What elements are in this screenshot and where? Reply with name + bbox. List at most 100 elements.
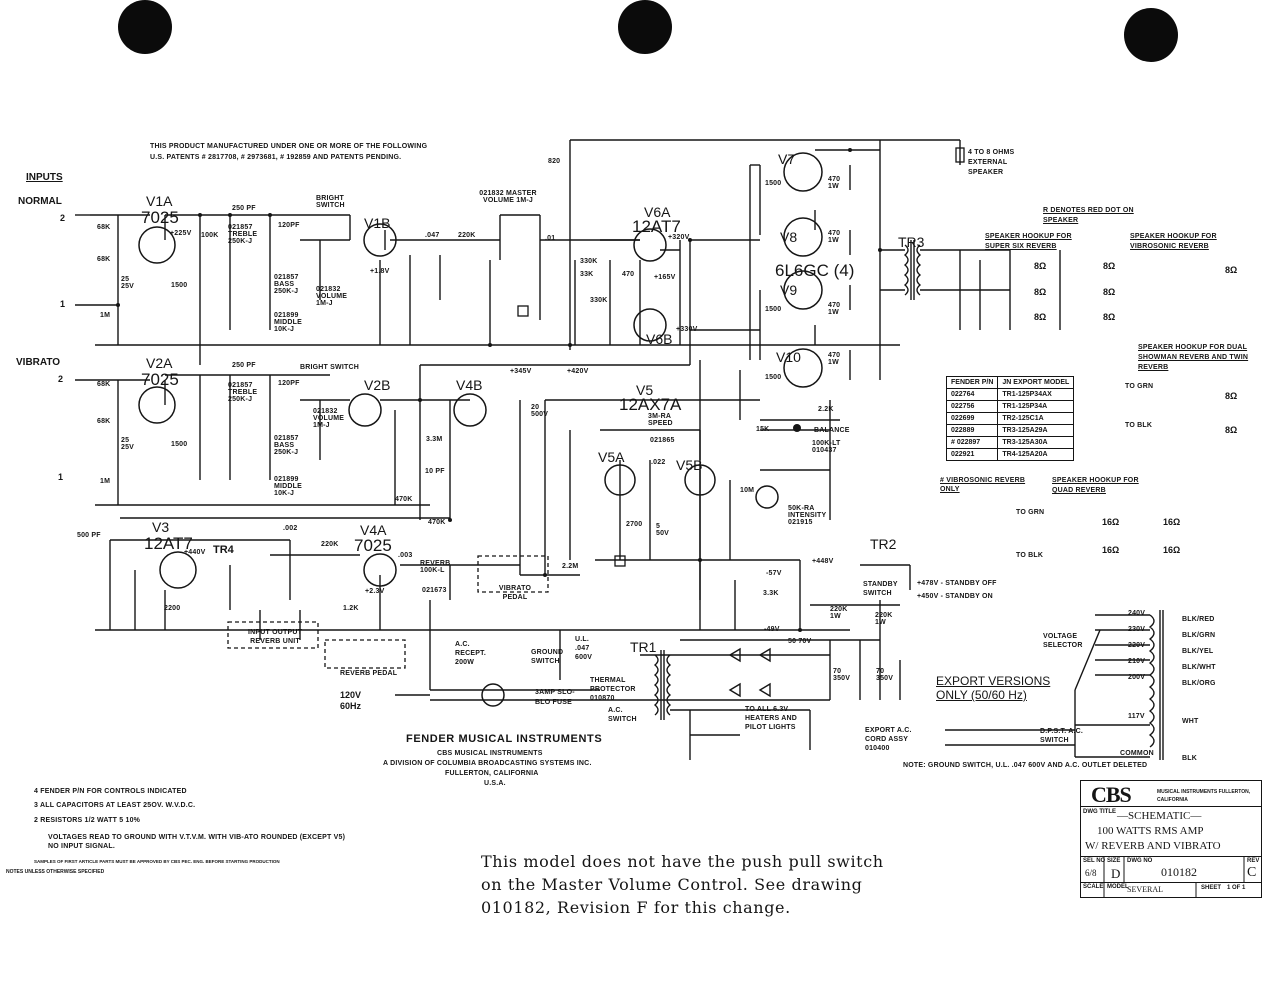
input-vibrato-label: VIBRATO: [16, 357, 61, 368]
ul-cap-label: U.L. .047 600V: [575, 636, 593, 661]
patent-notice-line1: THIS PRODUCT MANUFACTURED UNDER ONE OR M…: [150, 143, 428, 150]
title-line-3: W/ REVERB AND VIBRATO: [1085, 840, 1221, 852]
resistor-100k-a: 100K: [201, 232, 219, 239]
resistor-1m-b: 1M: [100, 478, 111, 485]
tube-v3-label: V3: [152, 519, 170, 535]
resistor-2-2k: 2.2K: [818, 406, 834, 413]
wire-to-blk-a: TO BLK: [1125, 422, 1153, 429]
cap-25-b: 25 25V: [121, 437, 135, 451]
tube-v6a-label: V6A: [644, 204, 671, 220]
tube-v4b-label: V4B: [456, 377, 483, 393]
resistor-1-2k: 1.2K: [343, 605, 359, 612]
revision-note-line3: 010182, Revision F for this change.: [481, 898, 791, 917]
sel-no-label: SEL NO: [1083, 858, 1106, 864]
ac-switch-label: A.C. SWITCH: [608, 707, 637, 723]
standby-switch-label: STANDBY SWITCH: [863, 581, 898, 597]
cap-70-350v-b: 70 350V: [876, 668, 894, 682]
voltage-v6b-plate: +330V: [676, 326, 698, 333]
transformer-tr4-label: TR4: [213, 544, 234, 556]
bright-switch-a: BRIGHT SWITCH: [316, 195, 345, 209]
dwg-no-value: 010182: [1161, 865, 1197, 879]
master-volume-pot: 021832 MASTER VOLUME 1M-J: [479, 190, 537, 204]
tap-200v: 200V: [1128, 674, 1146, 681]
resistor-68k-c: 68K: [97, 381, 111, 388]
tube-v9-label: V9: [780, 282, 798, 298]
transformer-tr3-label: TR3: [898, 234, 925, 250]
punch-hole-center: [618, 0, 672, 54]
export-deleted-note: NOTE: GROUND SWITCH, U.L. .047 600V AND …: [903, 762, 1148, 769]
revision-note-line1: This model does not have the push pull s…: [481, 852, 884, 871]
resistor-820: 820: [548, 158, 561, 165]
tap-color-240: BLK/RED: [1182, 616, 1215, 623]
reverb-pot-pn: 021673: [422, 587, 447, 594]
voltage-v1a-plate: +225V: [170, 230, 192, 237]
external-speaker-label: 4 TO 8 OHMS EXTERNAL SPEAKER: [968, 149, 1015, 176]
export-cord-label: EXPORT A.C. CORD ASSY 010400: [865, 727, 912, 752]
thermal-protector-label: THERMAL PROTECTOR 010870: [590, 677, 636, 702]
resistor-3-3m: 3.3M: [426, 436, 443, 443]
fuse-label: 3AMP SLO-BLO FUSE: [535, 689, 575, 706]
hookup-quad: SPEAKER HOOKUP FOR QUAD REVERB: [1052, 477, 1139, 494]
company-division: CBS MUSICAL INSTRUMENTS: [437, 750, 543, 757]
resistor-15k: 15K: [756, 426, 770, 433]
punch-hole-left: [118, 0, 172, 54]
vibrosonic-only-note: # VIBROSONIC REVERB ONLY: [940, 477, 1026, 493]
title-block-header: CBS MUSICAL INSTRUMENTS FULLERTON, CALIF…: [1081, 781, 1261, 807]
resistor-330k-a: 330K: [580, 258, 598, 265]
table-header-cell: JN EXPORT MODEL: [997, 376, 1075, 389]
cap-120pf-a: 120PF: [278, 222, 300, 229]
sheet-label: SHEET: [1201, 885, 1222, 891]
input-normal-label: NORMAL: [18, 196, 62, 207]
middle-pot-b: 021899 MIDDLE 10K-J: [274, 476, 303, 497]
tube-v4a-type: 7025: [354, 536, 392, 555]
line-voltage-label: 120V 60Hz: [340, 690, 362, 711]
standby-on-voltage: +450V - STANDBY ON: [917, 593, 993, 600]
table-cell: TR1-125P34AX: [997, 388, 1075, 401]
title-block: CBS MUSICAL INSTRUMENTS FULLERTON, CALIF…: [1080, 780, 1262, 898]
resistor-2-2m: 2.2M: [562, 563, 579, 570]
resistor-1m-a: 1M: [100, 312, 111, 319]
resistor-68k-d: 68K: [97, 418, 111, 425]
tube-v7-label: V7: [778, 151, 796, 167]
wire-to-grn-a: TO GRN: [1125, 383, 1154, 390]
speaker-vibro: 8Ω: [1225, 265, 1238, 275]
table-cell: TR1-125P34A: [997, 400, 1075, 413]
tube-v2a-type: 7025: [141, 370, 179, 389]
ac-receptacle-label: A.C. RECEPT. 200W: [455, 641, 486, 666]
cap-022: .022: [651, 459, 666, 466]
speaker-quad-2: 16Ω: [1163, 517, 1181, 527]
dwg-no-label: DWG NO: [1127, 858, 1153, 864]
table-header-row: FENDER P/N JN EXPORT MODEL: [945, 376, 1075, 389]
model-value: SEVERAL: [1127, 885, 1163, 894]
wire-to-grn-b: TO GRN: [1016, 509, 1045, 516]
table-cell: 022699: [945, 412, 999, 425]
size-label: SIZE: [1107, 858, 1121, 864]
cap-120pf-b: 120PF: [278, 380, 300, 387]
treble-pot-b: 021857 TREBLE 250K-J: [228, 382, 258, 403]
cbs-sub: MUSICAL INSTRUMENTS FULLERTON, CALIFORNI…: [1157, 789, 1251, 803]
resistor-470-1w-v9: 470 1W: [828, 302, 841, 316]
cap-5-50v: 5 50V: [656, 523, 670, 537]
resistor-470-a: 470: [622, 271, 635, 278]
standby-off-voltage: +478V - STANDBY OFF: [917, 580, 997, 587]
table-cell: TR2-125C1A: [997, 412, 1075, 425]
transformer-tr1-label: TR1: [630, 639, 657, 655]
speaker-super-5: 8Ω: [1034, 312, 1047, 322]
table-header-cell: FENDER P/N: [945, 376, 999, 389]
power-tube-type: 6L6GC (4): [775, 261, 855, 280]
export-versions-title: EXPORT VERSIONS: [936, 674, 1051, 688]
note-2: 3 ALL CAPACITORS AT LEAST 25OV. W.V.D.C.: [34, 802, 196, 809]
intensity-pot: 50K-RA INTENSITY 021915: [788, 505, 827, 526]
table-cell: TR3-125A30A: [997, 436, 1075, 449]
speaker-super-6: 8Ω: [1103, 312, 1116, 322]
voltage-bias: -49V: [764, 626, 780, 633]
tube-v2b-label: V2B: [364, 377, 391, 393]
resistor-1500-a: 1500: [171, 282, 188, 289]
voltage-v5-supply: +420V: [567, 368, 589, 375]
rev-label: REV: [1247, 858, 1260, 864]
voltage-v1b-cathode: +1.8V: [370, 268, 390, 275]
tap-color-220: BLK/YEL: [1182, 648, 1214, 655]
